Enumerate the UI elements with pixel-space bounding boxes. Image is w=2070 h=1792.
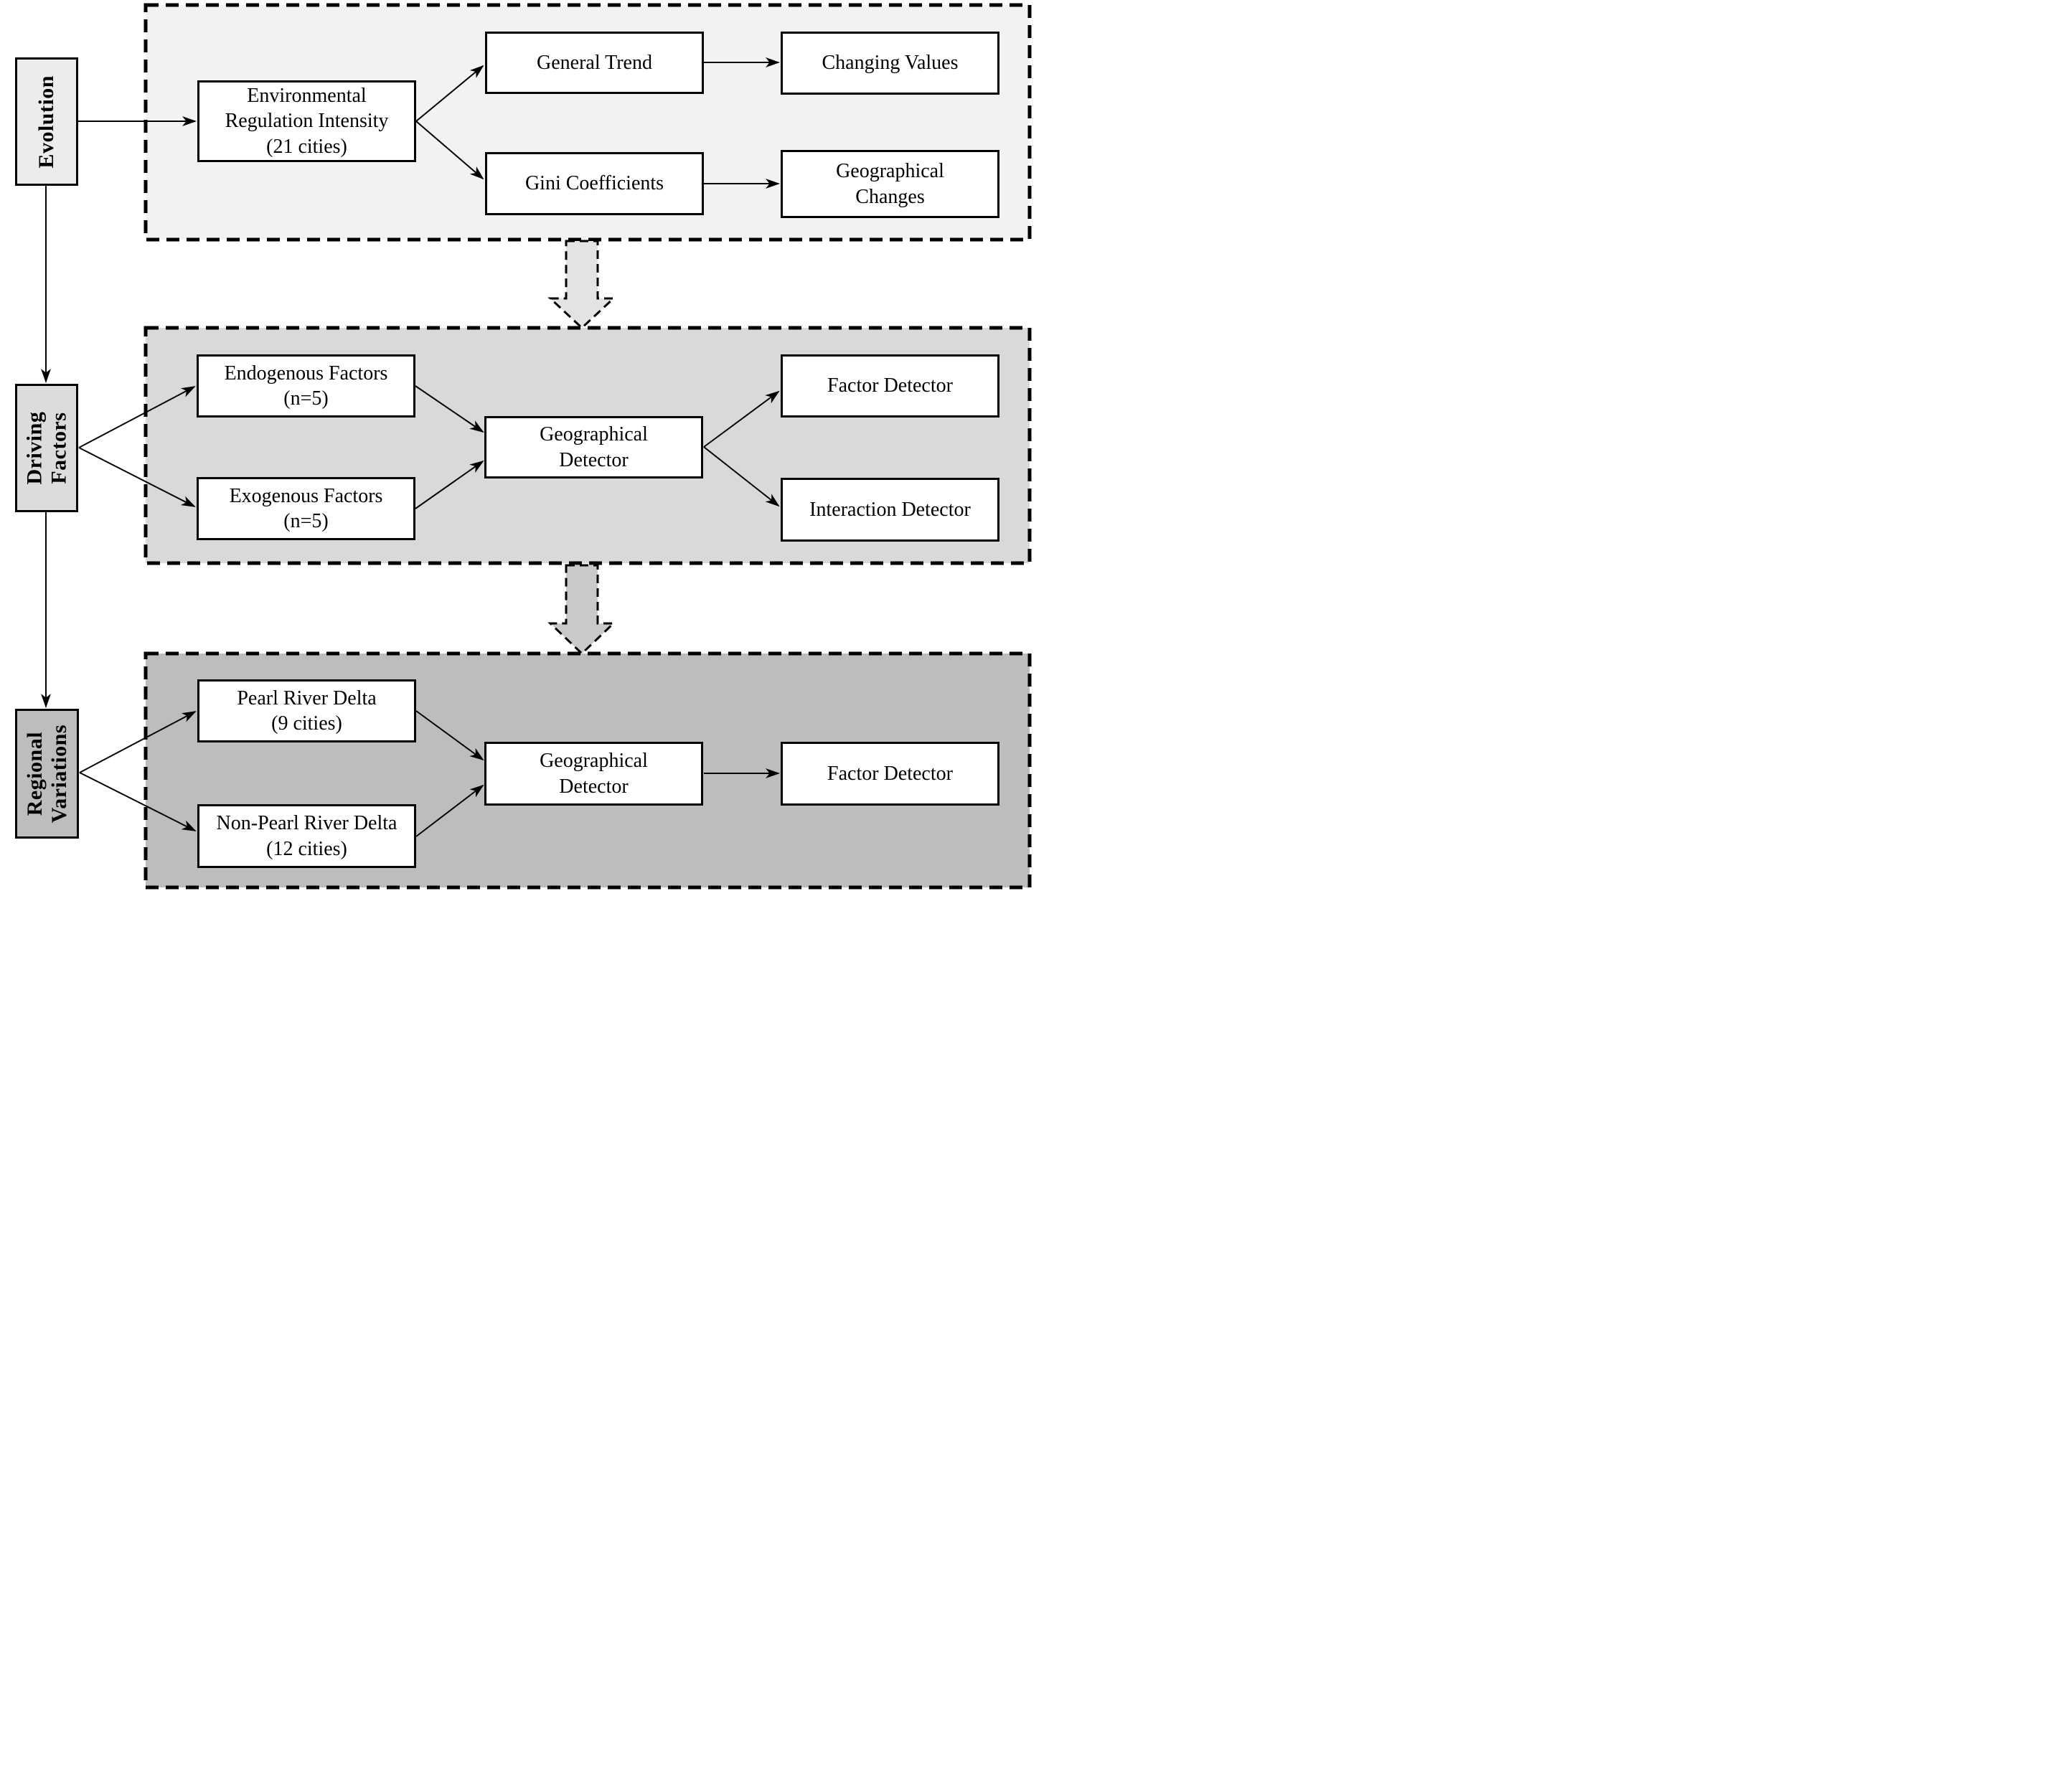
box-label-line: Factor Detector xyxy=(827,762,953,785)
box-non-pearl-river-delta: Non-Pearl River Delta (12 cities) xyxy=(197,804,416,868)
box-label-line: Geographical xyxy=(836,160,944,183)
box-label-line: (12 cities) xyxy=(266,837,347,860)
box-label-line: Gini Coefficients xyxy=(524,172,664,195)
side-label-regional-variations: Regional Variations xyxy=(15,709,79,839)
side-label-line: Evolution xyxy=(34,75,59,169)
box-factor-detector-mid: Factor Detector xyxy=(781,354,999,418)
box-geographical-changes: Geographical Changes xyxy=(781,150,999,218)
box-label-line: Geographical xyxy=(540,423,648,446)
connector-arrows xyxy=(41,57,780,837)
side-label-line: Regional xyxy=(22,731,47,816)
arrow-prd-to-geodetector xyxy=(415,710,484,761)
box-label-line: (21 cities) xyxy=(266,135,347,158)
box-label-line: Geographical xyxy=(540,750,648,773)
side-label-line: Factors xyxy=(47,412,70,484)
side-label-line: Variations xyxy=(47,724,71,824)
box-exogenous-factors: Exogenous Factors (n=5) xyxy=(197,477,415,540)
arrow-eri-to-gini xyxy=(415,121,484,180)
box-environmental-regulation-intensity: Environmental Regulation Intensity (21 c… xyxy=(197,80,416,162)
side-label-line: Driving xyxy=(22,411,47,485)
box-interaction-detector: Interaction Detector xyxy=(781,478,999,542)
arrow-driving-to-exogenous xyxy=(78,447,196,507)
arrow-driving-to-endogenous xyxy=(78,386,196,448)
section-connector-block-arrow-1 xyxy=(547,240,616,330)
box-changing-values: Changing Values xyxy=(781,32,999,95)
box-label-line: (n=5) xyxy=(283,387,329,410)
box-geographical-detector-mid: Geographical Detector xyxy=(484,416,703,478)
box-label-line: General Trend xyxy=(537,51,652,74)
arrow-regional-to-prd xyxy=(79,711,197,773)
side-label-evolution: Evolution xyxy=(15,57,78,186)
research-framework-diagram: Evolution Driving Factors Regional Varia… xyxy=(0,0,1035,896)
box-general-trend: General Trend xyxy=(485,32,704,94)
box-label-line: Environmental xyxy=(247,85,367,108)
box-label-line: Non-Pearl River Delta xyxy=(216,812,397,835)
box-endogenous-factors: Endogenous Factors (n=5) xyxy=(197,354,415,418)
box-label-line: Regulation Intensity xyxy=(225,110,389,133)
box-label-line: Detector xyxy=(559,448,629,471)
box-label-line: (n=5) xyxy=(283,510,329,532)
arrow-regional-to-nonprd xyxy=(79,772,197,831)
box-label-line: Endogenous Factors xyxy=(224,362,388,385)
box-label-line: Factor Detector xyxy=(827,374,953,397)
box-label-line: Pearl River Delta xyxy=(237,687,377,709)
section-connector-block-arrow-2 xyxy=(547,564,616,656)
box-factor-detector-bottom: Factor Detector xyxy=(781,742,999,806)
arrow-eri-to-general-trend xyxy=(415,65,484,122)
box-label-line: Detector xyxy=(559,775,629,798)
arrow-geodetector-to-factor-detector xyxy=(703,390,780,448)
box-label-line: Exogenous Factors xyxy=(229,484,383,507)
arrow-exogenous-to-geodetector xyxy=(415,460,484,509)
box-pearl-river-delta: Pearl River Delta (9 cities) xyxy=(197,679,416,742)
box-label-line: Changing Values xyxy=(822,52,959,75)
box-label-line: (9 cities) xyxy=(271,712,342,735)
box-label-line: Changes xyxy=(855,185,925,208)
arrow-endogenous-to-geodetector xyxy=(415,385,484,433)
side-label-driving-factors: Driving Factors xyxy=(15,384,78,512)
arrow-nonprd-to-geodetector xyxy=(415,784,484,837)
arrow-geodetector-to-interaction-detector xyxy=(703,446,780,507)
box-gini-coefficients: Gini Coefficients xyxy=(485,152,704,215)
box-label-line: Interaction Detector xyxy=(809,498,971,521)
box-geographical-detector-bottom: Geographical Detector xyxy=(484,742,703,806)
